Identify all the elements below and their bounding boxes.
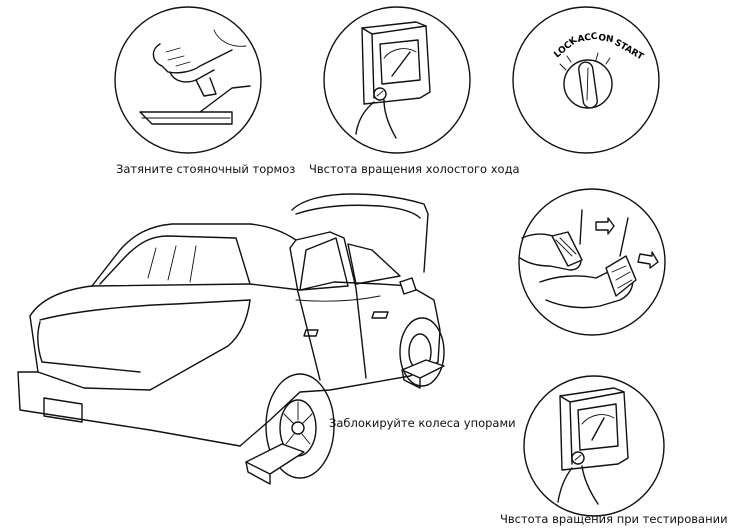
test-tachometer-vignette <box>523 375 665 517</box>
wheel-chocks-caption: Заблокируйте колеса упорами <box>329 416 516 430</box>
test-speed-caption: Чвстота вращения при тестировании <box>500 512 728 526</box>
car-drawing <box>17 193 445 485</box>
ignition-switch-vignette: LOCK ACC ON START <box>512 6 660 154</box>
ignition-label-lock: LOCK <box>553 35 581 60</box>
ignition-label-acc: ACC <box>577 32 599 45</box>
pedals-vignette <box>518 188 666 336</box>
ignition-label-on: ON <box>598 33 614 45</box>
idle-speed-caption: Чвстота вращения холостого хода <box>309 162 520 176</box>
parking-brake-vignette <box>114 6 262 154</box>
parking-brake-caption: Затяните стояночный тормоз <box>116 162 296 176</box>
idle-tachometer-vignette <box>323 6 471 154</box>
ignition-label-start: START <box>613 38 646 63</box>
